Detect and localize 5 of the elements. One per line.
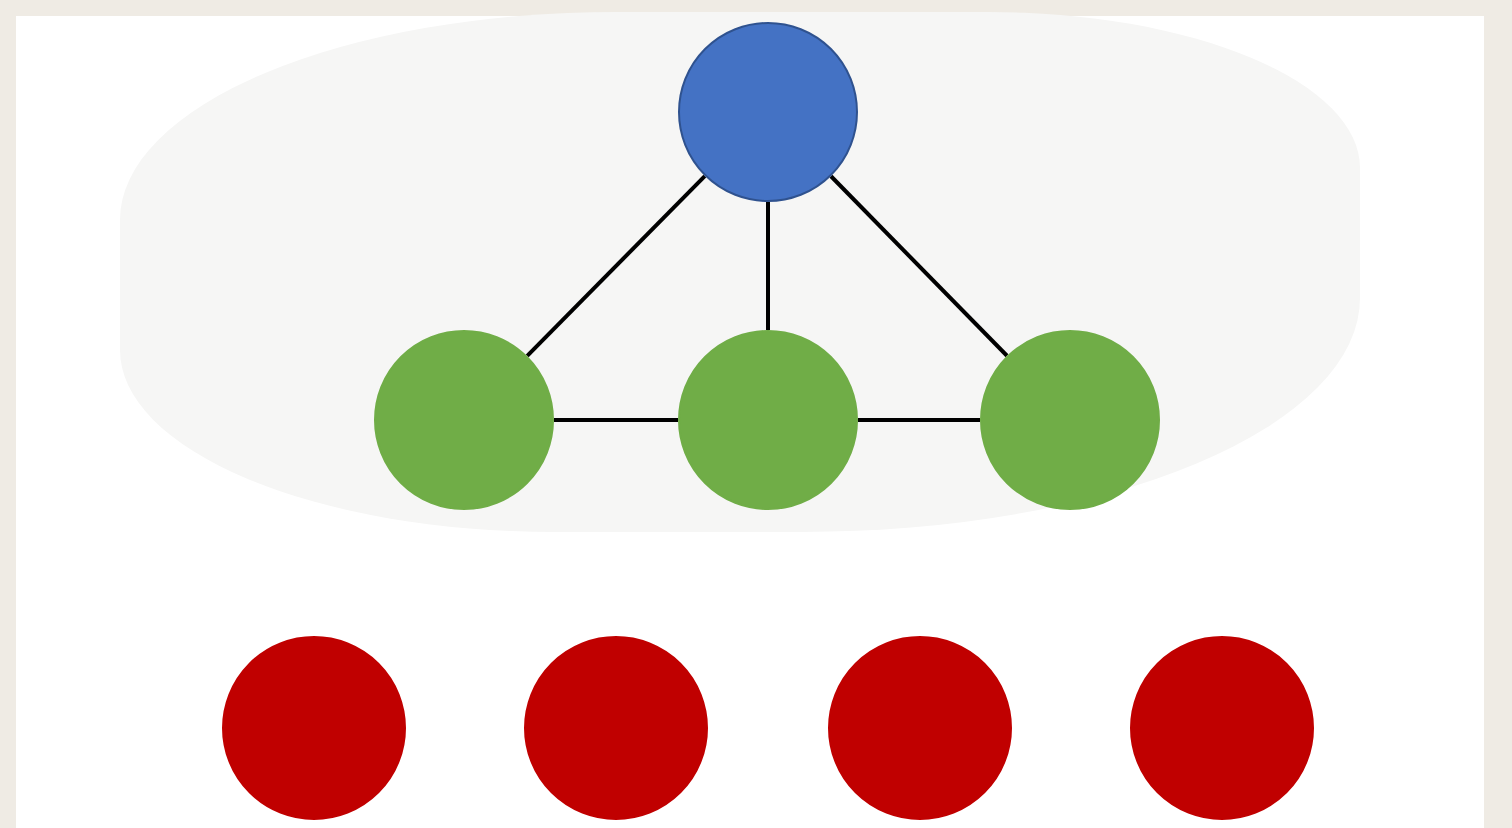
connector-line xyxy=(525,174,707,358)
connector-line xyxy=(766,202,770,330)
connector-line xyxy=(554,418,678,422)
connector-line xyxy=(829,174,1009,358)
connector-line xyxy=(858,418,980,422)
